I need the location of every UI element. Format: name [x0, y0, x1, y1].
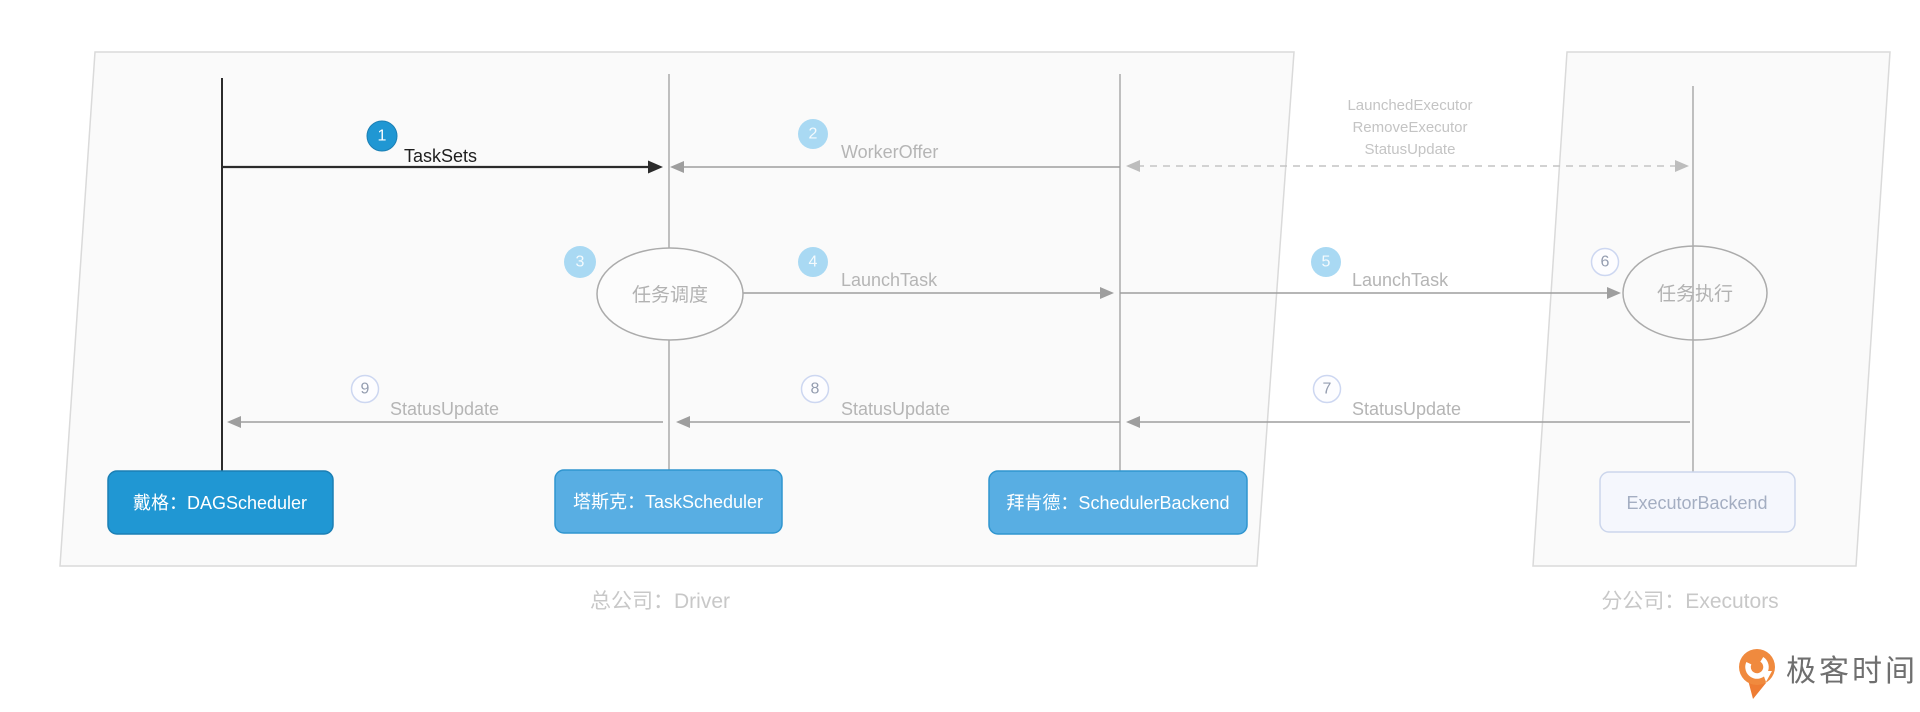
callback-arrowhead-right	[1675, 160, 1689, 172]
logo-pin-tail	[1748, 680, 1766, 699]
actor-executorbackend: ExecutorBackend	[1599, 471, 1796, 533]
activity-label-execution: 任务执行	[1657, 283, 1733, 305]
actor-box-schedulerbackend	[988, 470, 1248, 535]
caption-executors: 分公司：Executors	[1601, 590, 1778, 613]
message-4-label: LaunchTask	[841, 270, 938, 290]
message-4-badge	[798, 247, 828, 277]
message-3-number: 3	[576, 254, 585, 271]
message-7-number: 7	[1323, 381, 1332, 398]
geektime-logo-text: 极客时间	[1786, 655, 1918, 688]
message-5-label: LaunchTask	[1352, 270, 1449, 290]
message-9-badge	[350, 374, 380, 404]
message-8-statusupdate: 8 StatusUpdate	[676, 374, 1120, 428]
message-9-statusupdate: 9 StatusUpdate	[227, 374, 663, 428]
message-2-workeroffer: 2 WorkerOffer	[670, 119, 1120, 173]
message-5-badge	[1311, 247, 1341, 277]
callback-note-line-1: LaunchedExecutor	[1347, 97, 1472, 114]
message-5-launchtask: 5 LaunchTask	[1120, 247, 1621, 299]
actor-schedulerbackend: 拜肯德：SchedulerBackend	[988, 470, 1248, 535]
message-2-label: WorkerOffer	[841, 142, 938, 162]
message-8-label: StatusUpdate	[841, 399, 950, 419]
message-7-statusupdate: 7 StatusUpdate	[1126, 374, 1690, 428]
message-4-arrowhead	[1100, 287, 1114, 299]
message-6-number: 6	[1601, 254, 1610, 271]
message-2-number: 2	[809, 126, 818, 143]
message-7-arrowhead	[1126, 416, 1140, 428]
actor-box-executorbackend	[1599, 471, 1796, 533]
logo-disc	[1739, 649, 1775, 685]
message-2-badge	[798, 119, 828, 149]
message-1-label: TaskSets	[404, 146, 477, 166]
actor-label-executorbackend: ExecutorBackend	[1626, 493, 1767, 513]
activity-task-execution: 6 任务执行	[1590, 245, 1768, 341]
actor-label-dagscheduler: 戴格：DAGScheduler	[133, 493, 307, 513]
message-6-badge	[1590, 247, 1620, 277]
message-2-arrowhead	[670, 161, 684, 173]
message-7-badge	[1312, 374, 1342, 404]
caption-driver: 总公司：Driver	[590, 590, 730, 613]
geektime-logo: 极客时间	[1739, 649, 1918, 699]
message-1-number: 1	[378, 128, 387, 145]
message-7-label: StatusUpdate	[1352, 399, 1461, 419]
message-9-arrowhead	[227, 416, 241, 428]
activity-ellipse-scheduling	[596, 247, 744, 341]
message-3-badge	[564, 246, 596, 278]
actor-dagscheduler: 戴格：DAGScheduler	[107, 470, 334, 535]
message-5-arrowhead	[1607, 287, 1621, 299]
actor-label-schedulerbackend: 拜肯德：SchedulerBackend	[1006, 493, 1229, 513]
message-1-badge	[366, 120, 398, 152]
message-9-label: StatusUpdate	[390, 399, 499, 419]
actor-taskscheduler: 塔斯克：TaskScheduler	[554, 469, 783, 534]
actor-box-dagscheduler	[107, 470, 334, 535]
message-8-arrowhead	[676, 416, 690, 428]
message-8-badge	[800, 374, 830, 404]
activity-ellipse-execution	[1622, 245, 1768, 341]
callback-arrowhead-left	[1126, 160, 1140, 172]
activity-task-scheduling: 3 任务调度	[564, 246, 744, 341]
message-4-launchtask: 4 LaunchTask	[743, 247, 1114, 299]
geektime-logo-icon	[1739, 649, 1775, 699]
panel-executors	[1532, 51, 1891, 567]
logo-ring-arrow	[1762, 671, 1772, 682]
actor-box-taskscheduler	[554, 469, 783, 534]
message-5-number: 5	[1322, 254, 1331, 271]
callback-note-line-2: RemoveExecutor	[1352, 119, 1467, 136]
message-9-number: 9	[361, 381, 370, 398]
callback-note-line-3: StatusUpdate	[1365, 141, 1456, 158]
message-1-tasksets: 1 TaskSets	[222, 120, 663, 174]
message-8-number: 8	[811, 381, 820, 398]
activity-label-scheduling: 任务调度	[632, 284, 708, 306]
actor-label-taskscheduler: 塔斯克：TaskScheduler	[573, 492, 763, 512]
callback-dashed-arrow: LaunchedExecutor RemoveExecutor StatusUp…	[1126, 97, 1689, 172]
message-1-arrowhead	[648, 160, 663, 174]
message-4-number: 4	[809, 254, 818, 271]
